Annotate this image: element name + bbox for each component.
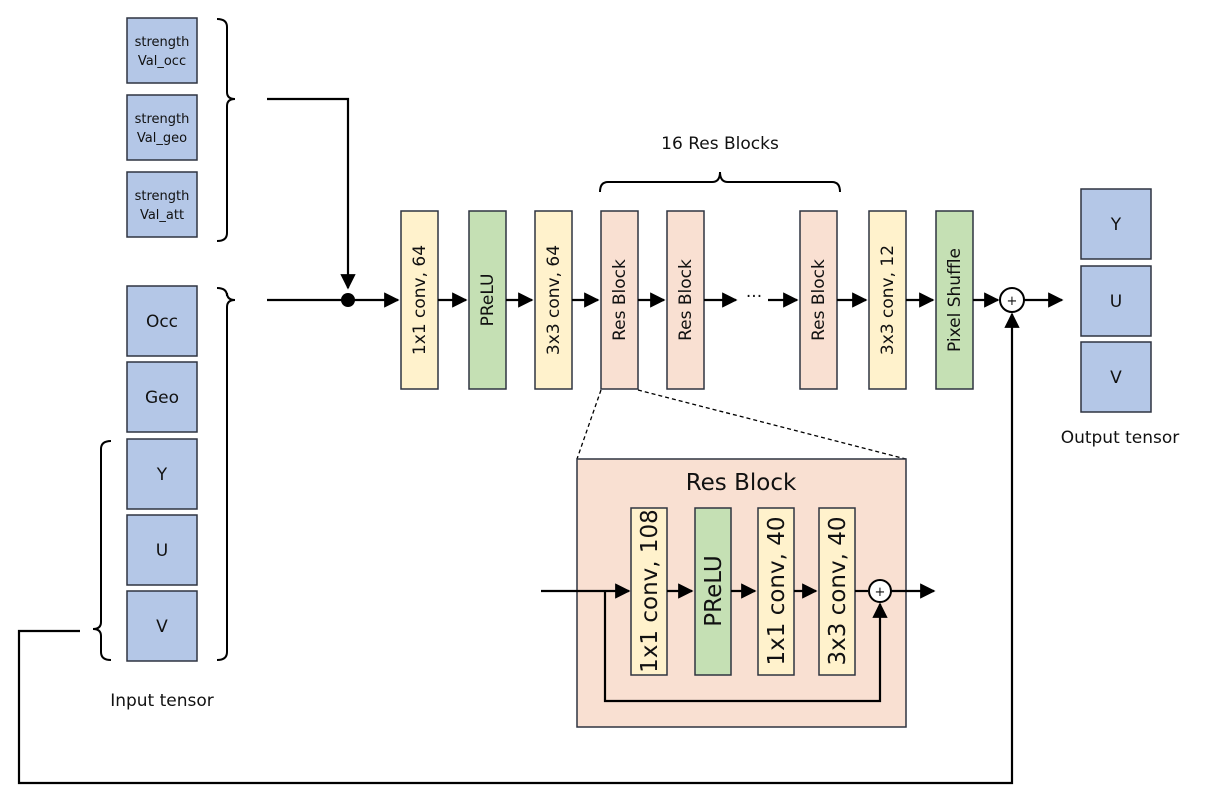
detail-block-1x1-conv-108: 1x1 conv, 108 <box>630 507 668 676</box>
input-label: V <box>156 617 168 637</box>
yuv-group-bracket <box>92 440 112 661</box>
block-label: PReLU <box>701 555 727 626</box>
block-label: Res Block <box>809 259 829 341</box>
block-label: PReLU <box>478 274 498 327</box>
detail-add-node: + <box>868 579 892 603</box>
strength-box-att: strength Val_att <box>126 171 198 238</box>
detail-skip-connection <box>603 591 888 703</box>
detail-block-prelu: PReLU <box>694 507 732 676</box>
input-group-bracket <box>216 287 236 661</box>
block-res-block-1: Res Block <box>600 210 639 390</box>
block-label: 1x1 conv, 64 <box>410 245 430 355</box>
block-res-block-16: Res Block <box>799 210 838 390</box>
ellipsis-label: ··· <box>746 287 762 307</box>
block-3x3-conv-12: 3x3 conv, 12 <box>868 210 907 390</box>
output-tensor-caption: Output tensor <box>1061 428 1180 448</box>
detail-block-1x1-conv-40: 1x1 conv, 40 <box>757 507 795 676</box>
input-label: U <box>156 541 168 561</box>
output-box-y: Y <box>1080 188 1152 260</box>
block-res-block-2: Res Block <box>666 210 705 390</box>
output-label: U <box>1110 292 1122 312</box>
strength-label: strength <box>135 35 190 50</box>
input-box-v: V <box>126 590 198 662</box>
strength-value-label: Val_att <box>140 208 184 223</box>
output-label: Y <box>1110 215 1122 235</box>
strength-value-label: Val_occ <box>138 54 186 69</box>
block-prelu: PReLU <box>468 210 507 390</box>
detail-block-3x3-conv-40: 3x3 conv, 40 <box>818 507 856 676</box>
plus-sign: + <box>1007 294 1018 309</box>
input-label: Occ <box>146 312 178 332</box>
strength-box-geo: strength Val_geo <box>126 94 198 161</box>
block-3x3-conv-64: 3x3 conv, 64 <box>534 210 573 390</box>
input-box-occ: Occ <box>126 285 198 357</box>
res-blocks-count-label: 16 Res Blocks <box>661 134 779 154</box>
block-label: 1x1 conv, 108 <box>637 509 663 673</box>
global-skip-connection <box>17 312 1020 785</box>
output-box-v: V <box>1080 341 1152 413</box>
strength-label: strength <box>135 112 190 127</box>
block-label: 3x3 conv, 12 <box>878 245 898 355</box>
output-label: V <box>1110 368 1122 388</box>
block-1x1-conv-64: 1x1 conv, 64 <box>400 210 439 390</box>
merge-junction-dot <box>341 293 355 307</box>
zoom-guide-right <box>637 389 907 460</box>
res-block-detail-title: Res Block <box>686 470 797 496</box>
strength-group-bracket <box>216 18 236 242</box>
input-box-geo: Geo <box>126 361 198 433</box>
zoom-guide-left <box>576 389 602 460</box>
strength-value-label: Val_geo <box>137 131 187 146</box>
plus-sign: + <box>875 585 886 600</box>
block-label: Res Block <box>676 259 696 341</box>
block-label: Res Block <box>610 259 630 341</box>
output-box-u: U <box>1080 265 1152 337</box>
input-label: Geo <box>145 388 179 408</box>
input-label: Y <box>156 465 168 485</box>
block-label: 1x1 conv, 40 <box>764 517 790 666</box>
block-pixel-shuffle: Pixel Shuffle <box>935 210 974 390</box>
input-box-u: U <box>126 514 198 586</box>
block-label: 3x3 conv, 64 <box>544 245 564 355</box>
strength-label: strength <box>135 189 190 204</box>
res-blocks-bracket <box>599 171 841 193</box>
block-label: Pixel Shuffle <box>945 248 965 352</box>
strength-connector <box>267 97 356 290</box>
block-label: 3x3 conv, 40 <box>825 517 851 666</box>
input-box-y: Y <box>126 438 198 510</box>
input-tensor-caption: Input tensor <box>110 691 214 711</box>
strength-box-occ: strength Val_occ <box>126 17 198 84</box>
res-block-detail-panel: Res Block 1x1 conv, 108 PReLU 1x1 conv, … <box>541 458 936 728</box>
main-add-node: + <box>999 287 1025 313</box>
